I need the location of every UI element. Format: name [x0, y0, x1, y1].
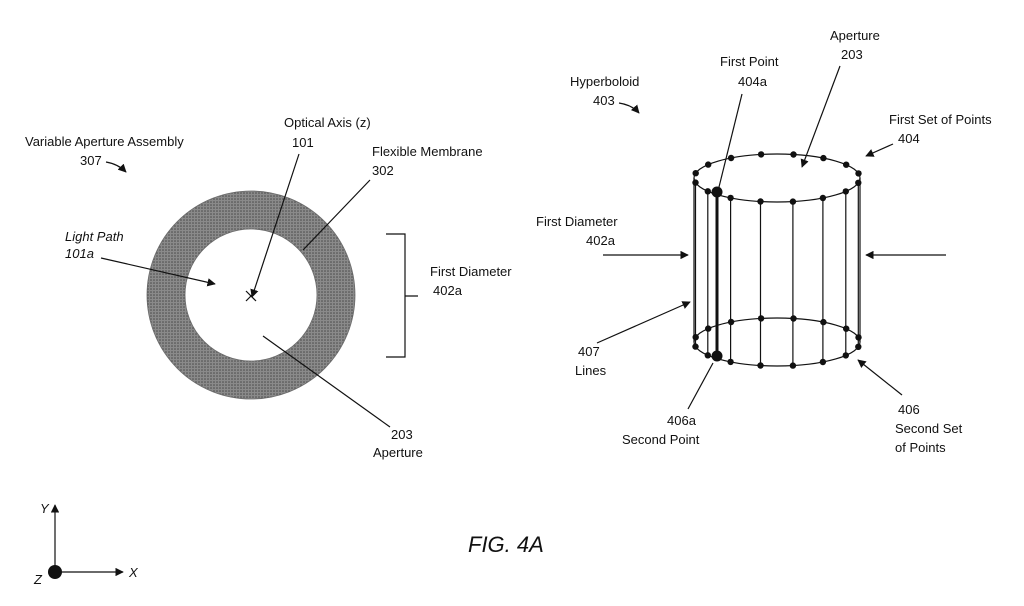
label-optical-axis-num: 101	[292, 135, 314, 150]
second-set-point	[819, 358, 827, 366]
label-aperture-left-name: Aperture	[373, 445, 423, 460]
label-assembly-num: 307	[80, 153, 102, 168]
label-second-point-name: Second Point	[622, 432, 700, 447]
label-second-point-num: 406a	[667, 413, 697, 428]
second-set-point	[790, 315, 797, 322]
label-assembly-name: Variable Aperture Assembly	[25, 134, 184, 149]
label-first-diameter-left-name: First Diameter	[430, 264, 512, 279]
top-ellipse	[693, 153, 861, 203]
second-set-point	[727, 358, 734, 366]
label-first-diameter-right-num: 402a	[586, 233, 616, 248]
first-set-point	[855, 170, 862, 177]
first-set-point	[727, 194, 734, 202]
leader-assembly	[105, 161, 127, 173]
first-set-point	[790, 151, 797, 158]
second-set-point	[843, 325, 850, 332]
bottom-ellipse	[693, 317, 861, 367]
diameter-bracket	[386, 233, 418, 358]
leader-second-point	[687, 362, 714, 410]
axis-label-z: Z	[33, 572, 43, 587]
first-set-point	[692, 179, 699, 186]
label-first-diameter-right-name: First Diameter	[536, 214, 618, 229]
z-axis-dot	[48, 565, 62, 579]
label-first-set-name: First Set of Points	[889, 112, 992, 127]
second-point-406a	[711, 350, 723, 362]
label-first-point-num: 404a	[738, 74, 768, 89]
figure-caption: FIG. 4A	[468, 532, 544, 557]
hyperboloid-points	[692, 151, 862, 369]
first-set-point	[789, 198, 797, 205]
first-set-point	[692, 170, 699, 177]
first-set-point	[757, 151, 765, 158]
label-lines-name: Lines	[575, 363, 607, 378]
first-set-point	[843, 161, 850, 168]
second-set-point	[705, 325, 712, 332]
axis-label-y: Y	[40, 501, 50, 516]
first-point-404a	[711, 186, 723, 198]
label-light-path-name: Light Path	[65, 229, 124, 244]
second-set-point	[757, 362, 764, 369]
second-set-point	[855, 334, 862, 341]
label-membrane-num: 302	[372, 163, 394, 178]
label-aperture-right-num: 203	[841, 47, 863, 62]
label-second-set-num: 406	[898, 402, 920, 417]
label-light-path-num: 101a	[65, 246, 94, 261]
first-set-point	[819, 194, 827, 202]
leader-aperture-left	[262, 335, 391, 428]
label-first-set-num: 404	[898, 131, 920, 146]
first-set-point	[842, 188, 849, 195]
leader-aperture-right	[800, 65, 841, 168]
second-set-point	[855, 343, 862, 350]
coordinate-axes	[48, 504, 124, 579]
label-membrane-name: Flexible Membrane	[372, 144, 483, 159]
label-hyperboloid-name: Hyperboloid	[570, 74, 639, 89]
label-second-set-line2: of Points	[895, 440, 946, 455]
second-set-point	[757, 315, 765, 322]
hyperboloid	[692, 151, 862, 369]
second-set-point	[820, 318, 827, 326]
second-set-point	[842, 352, 849, 359]
leader-membrane	[302, 179, 371, 251]
second-set-point	[727, 318, 735, 326]
label-hyperboloid-num: 403	[593, 93, 615, 108]
first-set-point	[820, 154, 827, 162]
label-aperture-right-name: Aperture	[830, 28, 880, 43]
first-set-point	[855, 179, 862, 186]
label-first-diameter-left-num: 402a	[433, 283, 463, 298]
first-set-point	[727, 154, 735, 162]
label-aperture-left-num: 203	[391, 427, 413, 442]
hyperboloid-lines	[693, 178, 861, 366]
label-lines-num: 407	[578, 344, 600, 359]
leader-first-set	[865, 143, 894, 157]
label-optical-axis-name: Optical Axis (z)	[284, 115, 371, 130]
first-set-point	[705, 161, 712, 168]
label-first-point-name: First Point	[720, 54, 779, 69]
second-set-point	[704, 352, 711, 359]
first-set-point	[704, 188, 711, 195]
second-set-point	[692, 334, 699, 341]
second-set-point	[692, 343, 699, 350]
aperture-ring	[146, 190, 356, 400]
leader-light-path	[100, 257, 216, 287]
leader-first-point	[718, 93, 743, 188]
label-second-set-line1: Second Set	[895, 421, 963, 436]
first-set-point	[757, 198, 764, 205]
axis-label-x: X	[128, 565, 139, 580]
leader-hyperboloid	[618, 102, 640, 114]
leader-lines	[596, 301, 691, 344]
leader-optical-axis	[250, 153, 300, 298]
second-set-point	[789, 362, 797, 369]
leader-second-set	[857, 359, 903, 396]
